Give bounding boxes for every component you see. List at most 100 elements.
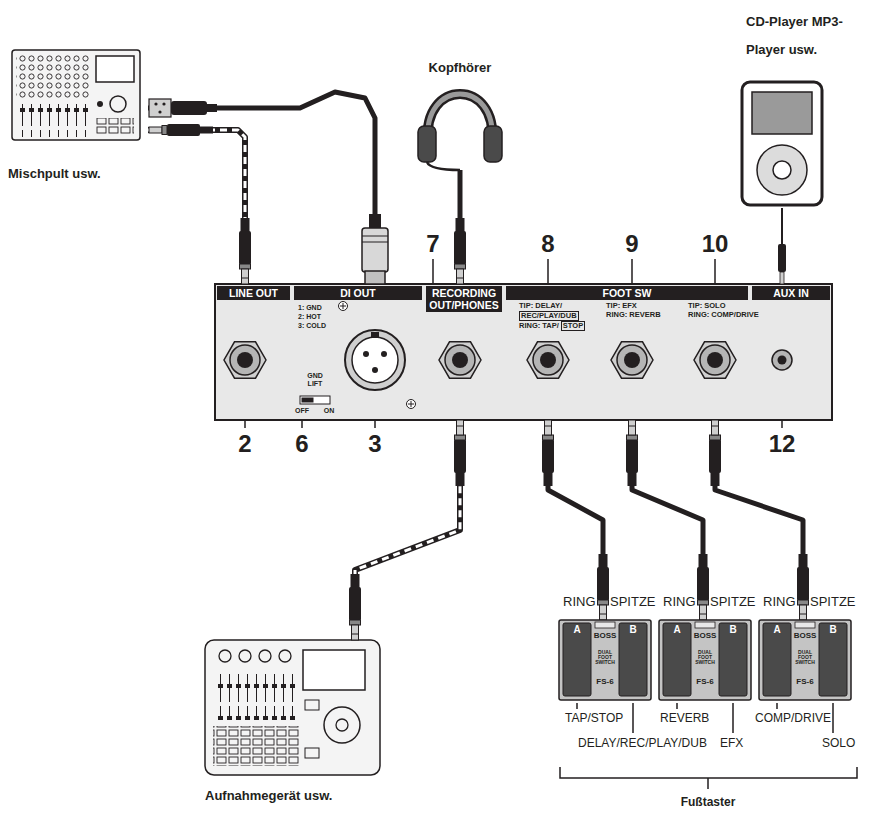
label-text: Fußtaster — [681, 795, 736, 809]
switch-strip — [695, 622, 715, 628]
node-text: Mischpult usw. — [8, 166, 101, 181]
phone-plug — [149, 124, 213, 136]
node-text: DUAL FOOT SWITCH — [591, 650, 619, 665]
node-text: A — [663, 625, 691, 635]
node-text: FOOT SW — [506, 286, 748, 300]
callout-number: 2 — [238, 430, 251, 458]
label-text: SOLO — [822, 737, 855, 751]
cable-line — [148, 92, 375, 284]
node-text: Kopfhörer — [410, 60, 510, 75]
label-text: COMP/DRIVE — [755, 712, 831, 726]
pedal-b — [719, 623, 747, 696]
switch-housing — [659, 620, 751, 700]
label-text: GND LIFT — [300, 372, 330, 389]
cable — [355, 420, 460, 625]
callout-number: 10 — [702, 230, 729, 258]
cable-line — [355, 420, 460, 625]
label-text: TIP: EFX — [606, 302, 637, 310]
leader-lines — [245, 259, 857, 789]
callout-number: 8 — [541, 230, 554, 258]
node-text: LINE OUT — [217, 286, 290, 300]
switch-strip — [595, 622, 615, 628]
node-text: A — [563, 625, 591, 635]
node-text: RING — [763, 595, 796, 610]
jack-label: LINE OUT — [215, 284, 292, 420]
node-text: BOSS — [591, 632, 619, 640]
label-text: 2: HOT — [298, 313, 321, 321]
node-text: CD-Player MP3-Player usw. — [746, 8, 864, 64]
jack-label: AUX IN — [750, 284, 832, 420]
plugs — [239, 214, 809, 640]
foot-switch: RING SPITZE A BBOSS DUAL FOOT SWITCH FS-6 — [655, 592, 755, 702]
cable-dash — [148, 130, 245, 284]
label-text: 1: GND — [298, 304, 322, 312]
node-text: B — [719, 625, 747, 635]
cable — [148, 130, 245, 284]
cable — [632, 420, 703, 592]
cable — [148, 92, 375, 284]
label-text: 3: COLD — [298, 322, 326, 330]
mp3-player-drawing — [742, 82, 822, 205]
label-text: TIP: SOLO — [688, 302, 726, 310]
cable — [548, 420, 603, 592]
node-text: AUX IN — [752, 286, 830, 300]
xlr-female-plug — [149, 99, 217, 117]
callout-number: 7 — [426, 230, 439, 258]
callout-number: 9 — [625, 230, 638, 258]
cable-dash — [355, 420, 460, 625]
switch-housing — [759, 620, 851, 700]
node-text: DUAL FOOT SWITCH — [691, 650, 719, 665]
node-text: FS-6 — [591, 678, 619, 686]
cable-line — [548, 420, 603, 592]
label-text: ON — [324, 407, 335, 415]
node-text: DUAL FOOT SWITCH — [791, 650, 819, 665]
node-text: BOSS — [691, 632, 719, 640]
node-text: FS-6 — [691, 678, 719, 686]
cable-line — [632, 420, 703, 592]
switch-strip — [795, 622, 815, 628]
label-text: REVERB — [660, 712, 709, 726]
switch-housing — [559, 620, 651, 700]
node-text: B — [819, 625, 847, 635]
headphones-drawing — [418, 94, 502, 170]
label-text: TAP/STOP — [565, 712, 623, 726]
pedal-a — [563, 623, 591, 696]
node-text: REC/PLAY/DUB — [521, 312, 577, 320]
device-label: Kopfhörer — [410, 60, 512, 170]
node-text: DI OUT — [294, 286, 422, 300]
node-text: STOP — [563, 322, 583, 330]
node-text: BOSS — [791, 632, 819, 640]
device-label: Mischpult usw. — [8, 45, 148, 185]
node-text: B — [619, 625, 647, 635]
label-text: TIP: DELAY/ — [519, 302, 562, 310]
cable — [715, 420, 803, 592]
jack-label: RECORDING OUT/PHONES — [424, 284, 504, 420]
node-text: Aufnahmegerät usw. — [205, 788, 332, 803]
cable-line — [148, 130, 245, 284]
pedal-a — [763, 623, 791, 696]
node-text: SPITZE — [610, 595, 656, 610]
node-text: RECORDING OUT/PHONES — [426, 286, 502, 312]
node-text: A — [763, 625, 791, 635]
label-text: RING: TAP/ — [519, 322, 559, 330]
cable-line — [715, 420, 803, 592]
boxed-label: STOP — [561, 321, 585, 331]
node-text: SPITZE — [810, 595, 856, 610]
pedal-b — [619, 623, 647, 696]
label-text: OFF — [295, 407, 309, 415]
node-text: SPITZE — [710, 595, 756, 610]
device-label: CD-Player MP3-Player usw. — [746, 8, 870, 208]
callout-number: 6 — [295, 430, 308, 458]
device-label: Aufnahmegerät usw. — [200, 625, 390, 810]
foot-switch: RINGSPITZEABBOSSDUAL FOOT SWITCHFS-6 — [555, 592, 655, 702]
label-text: DELAY/REC/PLAY/DUB — [578, 737, 707, 751]
node-text: RING — [663, 595, 696, 610]
node-text: FS-6 — [791, 678, 819, 686]
label-text: EFX — [720, 737, 743, 751]
pedal-b — [819, 623, 847, 696]
boxed-label: REC/PLAY/DUB — [519, 311, 579, 321]
callout-number: 3 — [368, 430, 381, 458]
rear-panel — [215, 284, 832, 420]
label-text: RING: COMP/DRIVE — [688, 311, 759, 319]
